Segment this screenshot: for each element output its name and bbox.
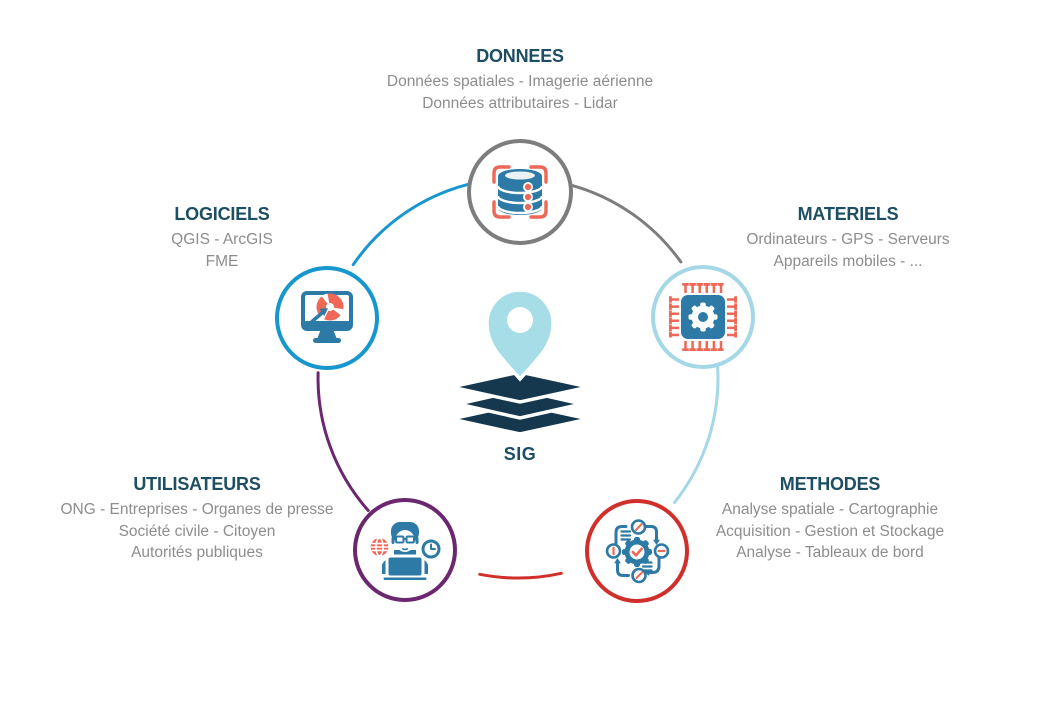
user-laptop-icon bbox=[370, 522, 441, 582]
utilisateurs-line-3: Autorités publiques bbox=[131, 544, 263, 561]
donnees-node bbox=[467, 139, 573, 245]
materiels-title: MATERIELS bbox=[797, 204, 899, 224]
materiels-line-2: Appareils mobiles - ... bbox=[773, 252, 923, 270]
materiels-label-block: MATERIELS Ordinateurs - GPS - Serveurs A… bbox=[638, 202, 1040, 272]
logiciels-line-1: QGIS - ArcGIS bbox=[171, 231, 273, 248]
utilisateurs-line-2: Société civile - Citoyen bbox=[118, 522, 276, 540]
clock-icon bbox=[421, 539, 441, 559]
chip-pins bbox=[668, 282, 737, 351]
donnees-title: DONNEES bbox=[476, 46, 564, 66]
database-icon bbox=[492, 165, 548, 219]
globe-icon bbox=[370, 537, 389, 557]
donnees-line-2: Données attributaires - Lidar bbox=[422, 94, 618, 112]
logiciels-node bbox=[275, 266, 379, 370]
utilisateurs-node bbox=[353, 498, 457, 602]
arc-donnees-materiels bbox=[568, 183, 683, 264]
step-circles bbox=[605, 519, 670, 584]
methodes-line-3: Analyse - Tableaux de bord bbox=[736, 544, 924, 561]
methodes-label-block: METHODES Analyse spatiale - Cartographie… bbox=[620, 472, 1040, 564]
methodes-title: METHODES bbox=[779, 474, 881, 494]
utilisateurs-title: UTILISATEURS bbox=[133, 474, 261, 494]
methodes-line-2: Acquisition - Gestion et Stockage bbox=[715, 522, 945, 540]
arc-logiciels-donnees bbox=[351, 182, 470, 267]
cycle-arrows bbox=[614, 525, 661, 577]
process-cycle-icon bbox=[605, 519, 670, 584]
cylinder-separators bbox=[496, 185, 544, 215]
utilisateurs-label-block: UTILISATEURS ONG - Entreprises - Organes… bbox=[0, 472, 407, 564]
focus-brackets bbox=[492, 165, 548, 219]
map-layers bbox=[450, 370, 590, 436]
cpu-chip-icon bbox=[668, 282, 737, 351]
methodes-node bbox=[585, 499, 689, 603]
center-gear bbox=[622, 537, 652, 567]
arrow bbox=[310, 308, 328, 324]
arc-utilisateurs-logiciels bbox=[316, 371, 370, 512]
map-pin bbox=[485, 288, 555, 382]
logiciels-label-block: LOGICIELS QGIS - ArcGIS FME bbox=[12, 202, 432, 272]
donnees-line-1: Données spatiales - Imagerie aérienne bbox=[386, 73, 654, 90]
sig-label: SIG bbox=[503, 444, 537, 464]
arc-methodes-utilisateurs bbox=[478, 571, 563, 580]
record-dots bbox=[523, 182, 533, 212]
logiciels-line-2: FME bbox=[205, 252, 239, 270]
glasses bbox=[392, 535, 418, 551]
software-monitor-disc-icon bbox=[301, 291, 353, 343]
head bbox=[391, 522, 419, 552]
utilisateurs-line-1: ONG - Entreprises - Organes de presse bbox=[60, 501, 334, 518]
arc-materiels-methodes bbox=[673, 366, 720, 504]
materiels-line-1: Ordinateurs - GPS - Serveurs bbox=[746, 231, 950, 248]
logiciels-title: LOGICIELS bbox=[174, 204, 270, 224]
map-pin-layers-icon bbox=[450, 288, 590, 436]
materiels-node bbox=[651, 265, 755, 369]
donnees-label-block: DONNEES Données spatiales - Imagerie aér… bbox=[310, 44, 730, 114]
methodes-line-1: Analyse spatiale - Cartographie bbox=[721, 501, 939, 518]
